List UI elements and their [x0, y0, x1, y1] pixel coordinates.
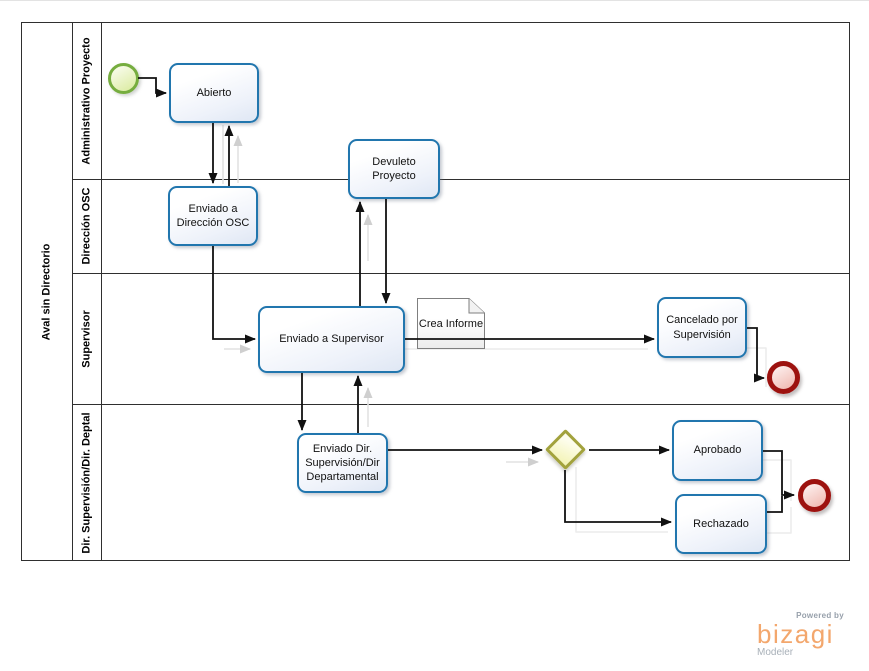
task-enviado-supervisor[interactable]: Enviado a Supervisor — [258, 306, 405, 373]
task-enviado-direccion-osc[interactable]: Enviado a Dirección OSC — [168, 186, 258, 246]
task-abierto[interactable]: Abierto — [169, 63, 259, 123]
task-devuleto-proyecto[interactable]: Devuleto Proyecto — [348, 139, 440, 199]
powered-by-label: Powered by — [796, 611, 844, 620]
lane-label: Dir. Supervisión/Dir. Deptal — [80, 411, 93, 554]
end-event-final[interactable] — [798, 479, 831, 512]
task-label: Enviado a Supervisor — [279, 333, 384, 346]
task-label: Rechazado — [693, 517, 749, 530]
bizagi-branding: Powered by bizagi Modeler — [757, 611, 847, 658]
modeler-label: Modeler — [757, 647, 794, 658]
task-enviado-dir-supervision[interactable]: Enviado Dir. Supervisión/Dir Departament… — [297, 433, 388, 493]
task-label: Abierto — [196, 86, 232, 99]
task-label: Devuleto Proyecto — [372, 155, 416, 182]
start-event[interactable] — [108, 63, 139, 94]
task-cancelado-supervision[interactable]: Cancelado por Supervisión — [657, 297, 747, 358]
task-label: Enviado Dir. Supervisión/Dir Departament… — [305, 442, 380, 484]
lane-label: Dirección OSC — [80, 187, 93, 265]
lane-label: Administrativo Proyecto — [80, 36, 93, 165]
task-aprobado[interactable]: Aprobado — [672, 420, 763, 481]
lane-header-administrativo: Administrativo Proyecto — [72, 22, 101, 179]
lane-divider-1 — [72, 179, 850, 180]
task-label: Cancelado por Supervisión — [666, 314, 738, 341]
document-label: Crea Informe — [418, 317, 484, 330]
task-rechazado[interactable]: Rechazado — [675, 494, 767, 554]
end-event-cancelado[interactable] — [767, 361, 800, 394]
lane-label: Supervisor — [80, 309, 93, 368]
lane-label-divider — [101, 22, 102, 561]
lane-divider-2 — [72, 273, 850, 274]
task-label: Enviado a Dirección OSC — [176, 202, 250, 229]
lane-header-dir-supervision: Dir. Supervisión/Dir. Deptal — [72, 404, 101, 561]
document-crea-informe[interactable]: Crea Informe — [417, 298, 485, 349]
pool-name: Aval sin Directorio — [40, 243, 53, 340]
pool-name-divider — [72, 22, 73, 561]
pool-border — [21, 22, 850, 561]
lane-divider-3 — [72, 404, 850, 405]
lane-header-direccion-osc: Dirección OSC — [72, 179, 101, 273]
bizagi-logo: bizagi — [757, 619, 834, 649]
pool-header: Aval sin Directorio — [21, 22, 72, 561]
task-label: Aprobado — [693, 444, 742, 457]
lane-header-supervisor: Supervisor — [72, 273, 101, 404]
document-icon — [417, 298, 485, 349]
